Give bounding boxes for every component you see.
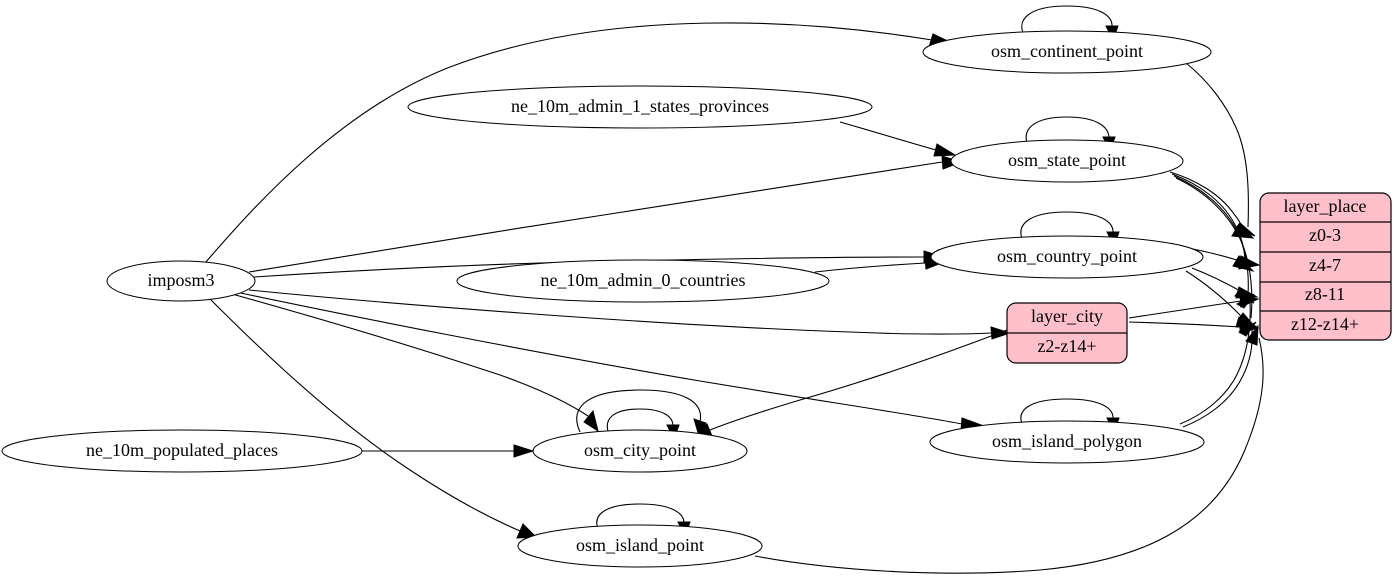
edge-layer_city-to-osm_city_point xyxy=(692,329,1008,438)
node-layer: imposm3 ne_10m_populated_places ne_10m_a… xyxy=(1,30,1212,568)
record-row-layer_place-z12-z14[interactable]: z12-z14+ xyxy=(1291,314,1359,334)
node-osm_state_point[interactable]: osm_state_point xyxy=(950,139,1184,183)
edge-imposm3-to-osm_city_point xyxy=(231,293,599,433)
edge-imposm3-to-osm_continent_point xyxy=(204,22,954,264)
node-label-imposm3: imposm3 xyxy=(147,270,214,290)
node-label-ne_10m_admin_0_countries: ne_10m_admin_0_countries xyxy=(541,270,746,290)
edge-imposm3-to-osm_state_point xyxy=(248,155,963,273)
node-osm_continent_point[interactable]: osm_continent_point xyxy=(922,30,1212,74)
edge-layer_city-to-layer_place-z8-11 xyxy=(1128,294,1260,319)
node-label-osm_country_point: osm_country_point xyxy=(997,246,1137,266)
node-imposm3[interactable]: imposm3 xyxy=(106,260,256,302)
edge-osm_country_point-to-layer_place-z8-11 xyxy=(1191,267,1259,299)
edge-osm_state_point-to-layer_place-z8-11 xyxy=(1173,175,1255,304)
edge-imposm3-to-layer_city xyxy=(248,289,1012,340)
record-layer: layer_city z2-z14+ layer_place z0-3 z4-7… xyxy=(1006,192,1392,364)
record-layer_place[interactable]: layer_place z0-3 z4-7 z8-11 z12-z14+ xyxy=(1259,192,1392,341)
edge-osm_island_polygon-to-layer_place-z12-z14 xyxy=(1182,321,1257,428)
edge-imposm3-to-osm_island_polygon xyxy=(235,291,983,432)
edge-imposm3-to-osm_island_point xyxy=(208,297,538,539)
edge-osm_island_point-to-layer_place-z12-z14 xyxy=(754,324,1264,574)
record-row-layer_place-z0-3[interactable]: z0-3 xyxy=(1309,225,1341,245)
node-osm_city_point[interactable]: osm_city_point xyxy=(532,429,748,473)
node-osm_country_point[interactable]: osm_country_point xyxy=(930,235,1204,279)
node-label-osm_city_point: osm_city_point xyxy=(584,440,696,460)
node-osm_island_polygon[interactable]: osm_island_polygon xyxy=(929,420,1205,464)
record-layer_city[interactable]: layer_city z2-z14+ xyxy=(1006,302,1128,364)
record-header-layer_city: layer_city xyxy=(1031,306,1103,326)
record-header-layer_place: layer_place xyxy=(1284,196,1367,216)
node-osm_island_point[interactable]: osm_island_point xyxy=(517,524,763,568)
edge-ne_10m_populated_places-to-osm_city_point xyxy=(362,444,535,458)
edge-layer_city-to-layer_place-z12-z14 xyxy=(1128,320,1260,334)
record-row-layer_place-z8-11[interactable]: z8-11 xyxy=(1305,284,1345,304)
node-label-osm_island_polygon: osm_island_polygon xyxy=(992,431,1142,451)
node-label-osm_continent_point: osm_continent_point xyxy=(991,41,1143,61)
edge-osm_state_point-to-layer_place-z0-3 xyxy=(1169,171,1255,239)
node-label-osm_state_point: osm_state_point xyxy=(1008,150,1126,170)
node-ne_10m_admin_0_countries[interactable]: ne_10m_admin_0_countries xyxy=(456,259,830,303)
node-ne_10m_admin_1_states_provinces[interactable]: ne_10m_admin_1_states_provinces xyxy=(407,85,873,129)
record-row-layer_city-z2-z14[interactable]: z2-z14+ xyxy=(1037,336,1096,356)
node-ne_10m_populated_places[interactable]: ne_10m_populated_places xyxy=(1,429,363,473)
node-label-ne_10m_admin_1_states_provinces: ne_10m_admin_1_states_provinces xyxy=(511,96,769,116)
edge-ne_10m_admin_1_states_provinces-to-osm_state_point xyxy=(839,121,957,157)
record-row-layer_place-z4-7[interactable]: z4-7 xyxy=(1309,255,1341,275)
node-label-ne_10m_populated_places: ne_10m_populated_places xyxy=(86,440,278,460)
node-label-osm_island_point: osm_island_point xyxy=(576,535,704,555)
